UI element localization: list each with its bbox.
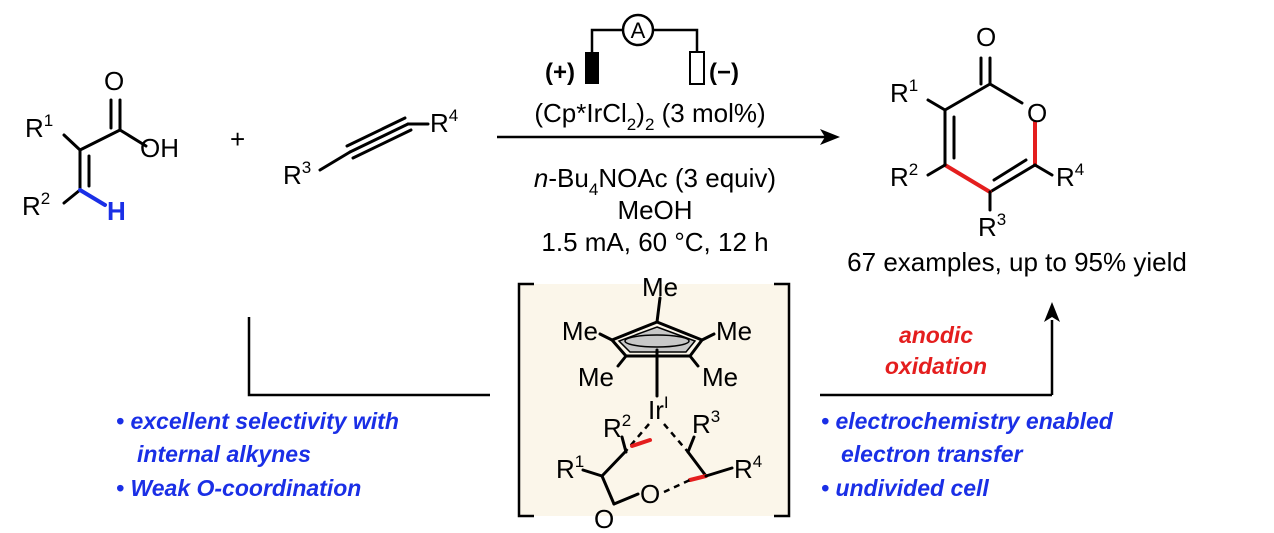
acid-carbonyl-o: O <box>104 66 124 96</box>
highlight-right-1: • electrochemistry enabled <box>821 408 1114 434</box>
int-c-r4 <box>704 466 734 478</box>
int-c-r1 <box>581 468 604 478</box>
int-r3: R3 <box>692 407 720 439</box>
c-oh-bond <box>118 128 148 148</box>
int-r2: R2 <box>603 411 631 443</box>
cathode-sign: (−) <box>709 59 739 86</box>
product-carbonyl-o: O <box>976 22 996 52</box>
int-ca-r2 <box>620 435 628 454</box>
right-bracket <box>774 282 791 518</box>
cp-aromatic-ring <box>624 334 690 348</box>
anode-electrode <box>585 52 599 84</box>
cp-me-left-bond <box>598 332 614 342</box>
acid-hydroxyl: OH <box>140 133 179 163</box>
product-ring-o: O <box>1027 98 1047 128</box>
int-new-co-bond <box>688 474 708 482</box>
additive-text: n-Bu4NOAc (3 equiv) <box>534 163 776 199</box>
product-pyrone: O O R1 R2 R3 R4 67 examples, up to 95% y… <box>847 22 1187 277</box>
reaction-conditions: (Cp*IrCl2)2 (3 mol%) n-Bu4NOAc (3 equiv)… <box>497 98 840 257</box>
int-r4: R4 <box>734 452 762 484</box>
cp-me-bl-bond <box>616 354 628 368</box>
reactant-alkyne: R3 R4 <box>283 106 458 190</box>
product-r4: R4 <box>1056 160 1084 192</box>
highlight-left-2: internal alkynes <box>137 441 311 467</box>
iridium-intermediate: Me Me Me Me Me IrI R2 R3 R1 R4 O O <box>517 272 791 533</box>
highlights-left: • excellent selectivity with internal al… <box>116 408 399 501</box>
product-c5-c4-newbond <box>943 163 992 194</box>
int-carbonyl-o: O <box>594 504 614 533</box>
electrolysis-cell: A (+) (−) <box>545 13 739 86</box>
highlights-right: • electrochemistry enabled electron tran… <box>821 408 1114 501</box>
highlight-right-3: • undivided cell <box>821 475 989 501</box>
int-r1: R1 <box>556 452 584 484</box>
cp-me-bottom-right: Me <box>702 362 738 392</box>
alkyne-r3: R3 <box>283 158 311 190</box>
cp-me-br-bond <box>688 354 700 368</box>
alkyne-r4: R4 <box>430 106 458 138</box>
highlight-right-2: electron transfer <box>841 441 1024 467</box>
catalyst-text: (Cp*IrCl2)2 (3 mol%) <box>534 98 765 134</box>
ch-bond <box>78 188 107 207</box>
highlight-left-3: • Weak O-coordination <box>116 475 361 501</box>
solvent-text: MeOH <box>617 195 692 225</box>
acid-r2: R2 <box>22 189 50 221</box>
ammeter <box>621 13 655 47</box>
int-o-c-dashed <box>663 478 691 494</box>
int-cb-r3 <box>686 435 696 454</box>
calpha-r1-bond <box>62 133 82 152</box>
reaction-arrow-head <box>820 129 840 145</box>
cp-me-right: Me <box>716 316 752 346</box>
int-ring-o: O <box>640 479 660 509</box>
step-label-line2: oxidation <box>885 353 987 379</box>
int-cb-c <box>686 450 708 478</box>
highlight-left-1: • excellent selectivity with <box>116 408 399 434</box>
int-new-cc-bond <box>630 438 652 448</box>
left-bracket <box>517 282 534 518</box>
alkyne-triple-center <box>348 122 410 154</box>
plus-sign: + <box>230 124 245 154</box>
params-text: 1.5 mA, 60 °C, 12 h <box>541 227 768 257</box>
product-r1: R1 <box>890 76 918 108</box>
alkyne-r3-bond <box>318 150 352 172</box>
product-r3: R3 <box>978 210 1006 242</box>
cp-me-left: Me <box>562 316 598 346</box>
product-c6-r4 <box>1033 163 1054 177</box>
int-c-carbonyl <box>600 474 616 506</box>
activated-h: H <box>107 196 126 226</box>
cathode-wire <box>654 28 699 52</box>
left-connector-line <box>247 317 490 397</box>
product-c4-r2 <box>926 163 947 177</box>
iridium-center: IrI <box>648 393 669 425</box>
product-c6-c5 <box>988 163 1037 194</box>
acid-r1: R1 <box>25 111 53 143</box>
product-c3-r1 <box>926 98 947 112</box>
product-r2: R2 <box>890 160 918 192</box>
alkyne-triple-upper <box>345 116 407 148</box>
cp-me-bottom-left: Me <box>578 362 614 392</box>
cp-me-top: Me <box>642 272 678 302</box>
product-summary: 67 examples, up to 95% yield <box>847 247 1187 277</box>
c-calpha-bond <box>78 128 122 152</box>
int-carbonyl-o-ring <box>612 492 640 506</box>
oxidation-arrow-head <box>1044 302 1060 322</box>
ammeter-label: A <box>631 18 646 43</box>
product-c6-c5-inner <box>992 158 1028 182</box>
cbeta-r2-bond <box>62 188 82 205</box>
alkyne-triple-lower <box>351 128 413 160</box>
product-c2-o1 <box>988 82 1024 105</box>
cp-me-right-bond <box>700 332 716 342</box>
reactant-acid: O OH R1 R2 H <box>22 66 179 226</box>
step-label-line1: anodic <box>899 322 973 348</box>
product-c3-c2 <box>943 82 992 112</box>
int-ca-c1 <box>600 450 627 478</box>
cathode-electrode <box>689 51 705 85</box>
cp-me-top-bond <box>655 296 662 324</box>
anode-sign: (+) <box>545 59 575 86</box>
